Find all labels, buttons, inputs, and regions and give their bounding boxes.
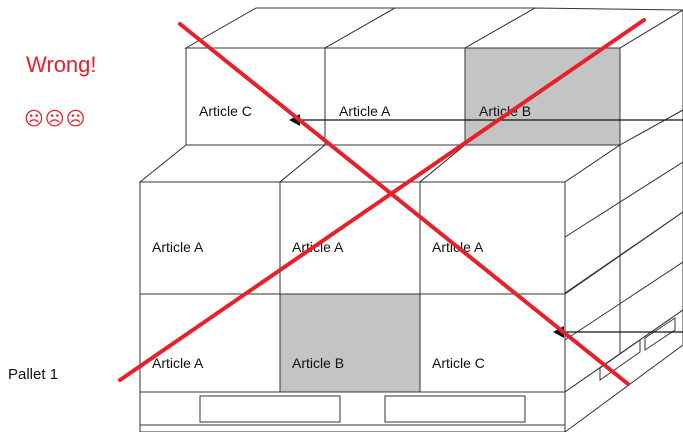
bottom-box-2 xyxy=(279,293,421,393)
pallet-label: Pallet 1 xyxy=(8,366,59,383)
bottom-label-2: Article B xyxy=(292,355,344,371)
top-box-1 xyxy=(185,47,326,146)
bottom-label-1: Article A xyxy=(152,355,204,371)
middle-label-1: Article A xyxy=(152,239,204,255)
box-labels: Article C Article A Article B Article A … xyxy=(152,103,531,371)
middle-box-1 xyxy=(139,181,281,295)
wrong-label: Wrong! xyxy=(26,52,97,77)
bottom-label-3: Article C xyxy=(432,355,485,371)
top-label-2: Article A xyxy=(339,103,391,119)
wrong-cross-mark xyxy=(118,18,646,386)
arrows xyxy=(289,114,683,338)
middle-label-2: Article A xyxy=(292,239,344,255)
bottom-box-3 xyxy=(419,293,566,393)
top-layer xyxy=(184,7,683,146)
top-label-1: Article C xyxy=(199,103,252,119)
bottom-box-1 xyxy=(139,293,281,393)
pallet-base xyxy=(139,309,683,432)
sad-faces-icon: ☹☹☹ xyxy=(24,108,87,130)
bottom-layer xyxy=(139,211,683,393)
top-box-2 xyxy=(324,47,466,146)
top-box-3 xyxy=(464,47,621,146)
